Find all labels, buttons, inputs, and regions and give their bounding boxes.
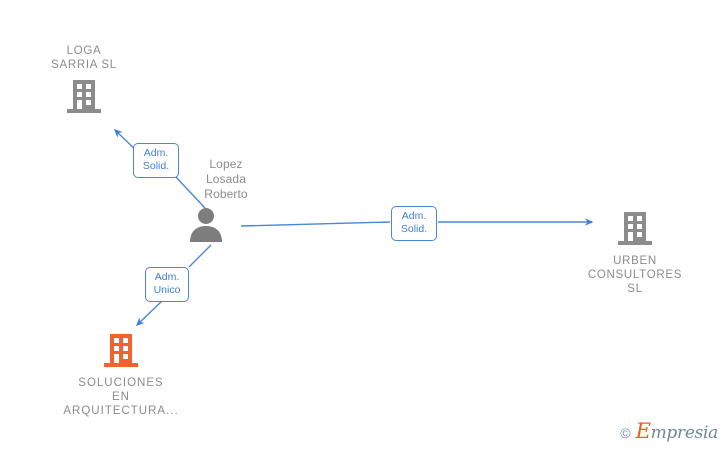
building-icon [570, 210, 700, 246]
node-label-soluciones-en-arquitectura: SOLUCIONES EN ARQUITECTURA... [63, 377, 179, 417]
node-loga-sarria[interactable]: LOGA SARRIA SL [24, 44, 144, 114]
edge-line-soluciones [188, 244, 212, 268]
node-label-loga-sarria: LOGA SARRIA SL [51, 45, 117, 71]
empresia-watermark: © Empresia [620, 421, 719, 443]
node-soluciones-en-arquitectura[interactable]: SOLUCIONES EN ARQUITECTURA... [46, 332, 196, 418]
person-icon [186, 206, 226, 242]
building-icon [24, 78, 144, 114]
edge-line-loga [174, 175, 206, 209]
brand-initial: E [635, 419, 651, 443]
node-label-wrap-lopez-losada-roberto: Lopez Losada Roberto [180, 157, 272, 202]
node-label-urben-consultores: URBEN CONSULTORES SL [587, 255, 683, 295]
edge-line-soluciones-head [135, 299, 164, 326]
edge-label-adm-solid-urben[interactable]: Adm. Solid. [391, 206, 437, 241]
brand-wordmark: Empresia [636, 421, 719, 443]
node-label-lopez-losada-roberto: Lopez Losada Roberto [204, 157, 248, 201]
edge-label-adm-unico-soluciones[interactable]: Adm. Unico [145, 267, 189, 302]
edge-line-urben [240, 221, 391, 227]
brand-rest: mpresia [650, 423, 719, 443]
node-urben-consultores[interactable]: URBEN CONSULTORES SL [570, 210, 700, 296]
copyright-icon: © [620, 424, 631, 441]
edge-label-adm-solid-loga[interactable]: Adm. Solid. [133, 143, 179, 178]
building-icon [46, 332, 196, 368]
node-lopez-losada-roberto[interactable] [186, 206, 226, 242]
